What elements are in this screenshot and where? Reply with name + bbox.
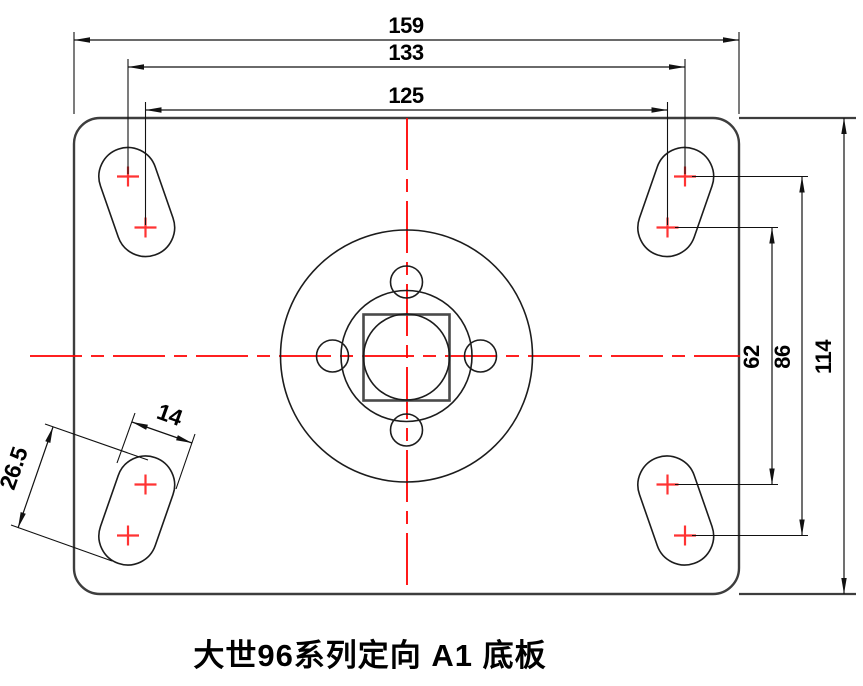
slot-hole-bottom-right (637, 455, 715, 566)
slot-outline (98, 455, 176, 566)
ext-line-14-right (175, 433, 196, 490)
dimension-62-label: 62 (739, 345, 764, 369)
slot-hole-top-left (98, 146, 176, 258)
slot-center-cross-bl-lower (117, 525, 139, 546)
dimension-26-5-label: 26.5 (0, 443, 33, 493)
ext-line-14-left (116, 412, 136, 464)
slot-outline (637, 455, 715, 566)
slot-center-cross-br-upper (656, 474, 679, 495)
slot-center-cross-bl-upper (134, 474, 157, 495)
dimension-114-label: 114 (811, 339, 836, 374)
bolt-hole-right (463, 339, 498, 373)
bolt-hole-left (315, 339, 350, 373)
center-boss-circle (340, 289, 473, 423)
dimension-125-label: 125 (388, 83, 423, 108)
dimension-133-label: 133 (388, 40, 423, 65)
dimension-14-label: 14 (154, 398, 187, 431)
ext-line-26-5-bottom (10, 524, 113, 562)
slot-hole-bottom-left (98, 455, 176, 566)
bolt-hole-bottom (389, 413, 424, 447)
ext-line-26-5-top (44, 423, 149, 461)
center-bore-circle (362, 313, 451, 401)
dimension-26-5-line (17, 426, 54, 529)
dimension-159-label: 159 (388, 13, 423, 38)
bolt-hole-top (389, 265, 424, 299)
drawing-title: 大世96系列定向 A1 底板 (193, 638, 546, 673)
dimension-86-label: 86 (770, 345, 795, 369)
dimension-14-line (131, 421, 193, 444)
center-outer-circle (279, 229, 534, 483)
slot-outline (637, 146, 715, 258)
slot-hole-top-right (637, 146, 715, 258)
slot-outline (98, 146, 176, 258)
